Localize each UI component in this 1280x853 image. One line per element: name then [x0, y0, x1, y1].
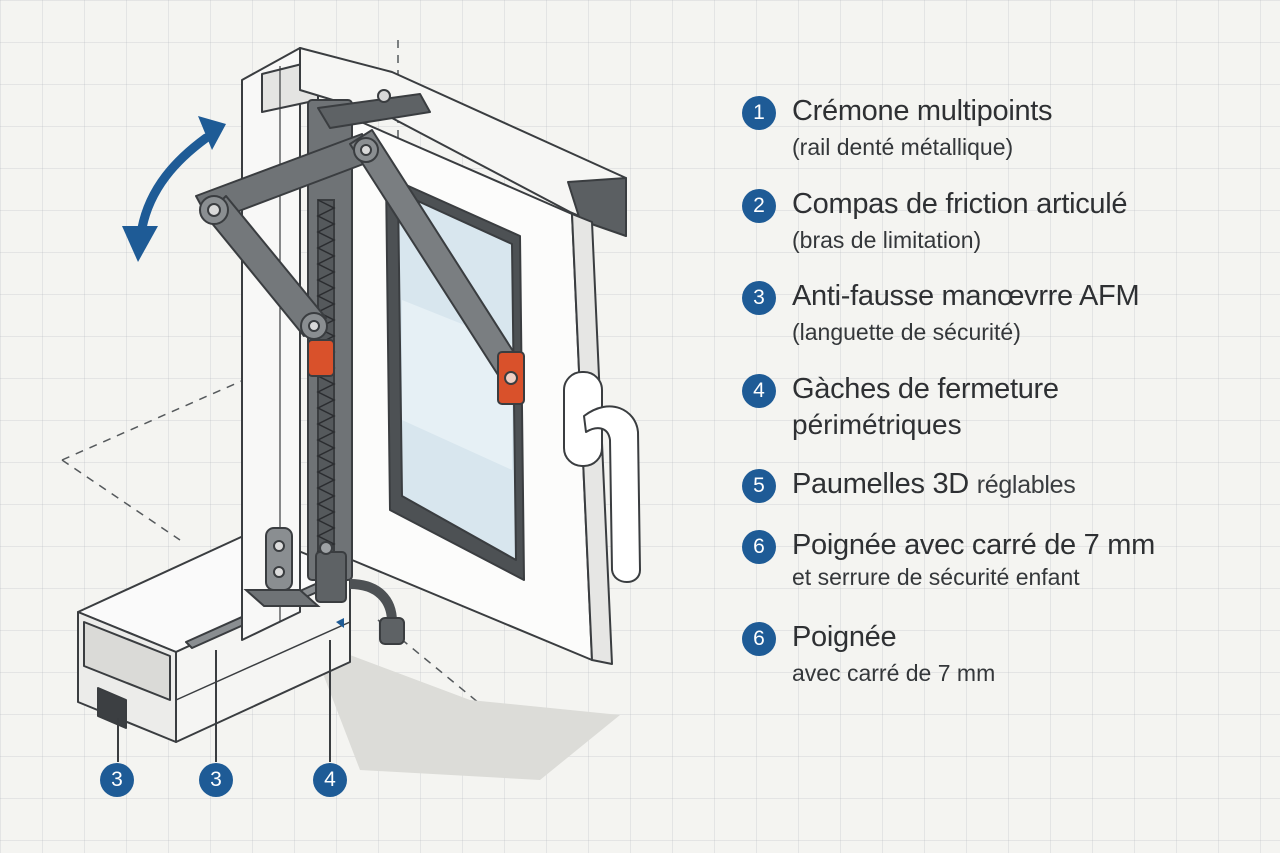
legend-item-title: Anti-fausse manœvrre AFM	[792, 280, 1140, 312]
callout-badge: 4	[313, 763, 347, 797]
callout-badge: 3	[199, 763, 233, 797]
legend-item-subtitle: (rail denté métallique)	[792, 134, 1014, 160]
legend-item-title-main: Paumelles 3D	[792, 468, 969, 500]
legend-number-badge: 6	[742, 530, 776, 564]
legend-item-subtitle: avec carré de 7 mm	[792, 660, 996, 686]
legend-item-title: Crémone multipoints	[792, 95, 1053, 127]
legend-number-badge: 1	[742, 96, 776, 130]
window-handle	[563, 371, 641, 583]
legend-item-title: Paumelles 3D réglables	[792, 465, 1076, 504]
safety-tabs	[307, 339, 525, 405]
legend-item-title: Gàches de fermeture	[792, 373, 1059, 405]
legend-number-badge: 6	[742, 622, 776, 656]
legend-item-subtitle: (languette de sécurité)	[792, 319, 1021, 345]
legend-number-badge: 2	[742, 189, 776, 223]
legend-item-title: Compas de friction articulé	[792, 188, 1128, 220]
legend-item-subtitle: (bras de limitation)	[792, 227, 982, 253]
legend-item-subtitle: périmétriques	[792, 409, 962, 440]
callout-leaders	[117, 640, 331, 762]
legend-item-title-secondary: réglables	[976, 471, 1076, 499]
legend-number-badge: 4	[742, 374, 776, 408]
legend-item-title: Poignée avec carré de 7 mm	[792, 529, 1155, 561]
callout-badge: 3	[100, 763, 134, 797]
floor-shadow	[310, 640, 620, 780]
connector-rod	[336, 579, 405, 645]
legend-number-badge: 5	[742, 469, 776, 503]
legend-number-badge: 3	[742, 281, 776, 315]
legend-item-subtitle: et serrure de sécurité enfant	[792, 564, 1080, 590]
hinge-3d	[243, 527, 321, 607]
legend-item-title: Poignée	[792, 621, 897, 653]
friction-stay-arms	[195, 89, 521, 379]
rotation-arrow-icon	[122, 116, 226, 262]
